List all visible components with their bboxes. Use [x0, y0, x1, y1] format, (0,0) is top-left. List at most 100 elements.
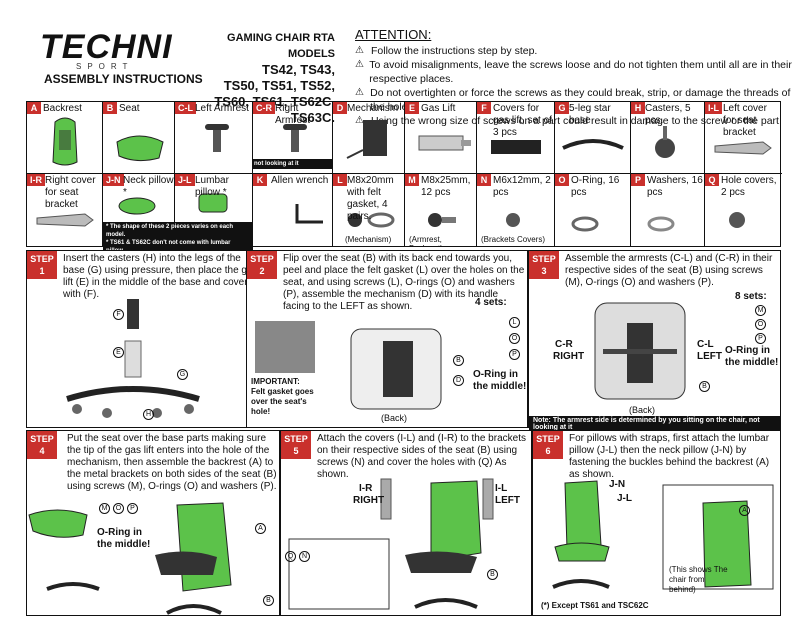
label-q: Q — [285, 551, 296, 562]
right-cover-image — [36, 213, 94, 227]
step-5-ir: I-R — [359, 483, 373, 494]
part-j-l: J-L Lumbar pillow * — [175, 174, 253, 247]
part-j-n: J-N Neck pillow * — [103, 174, 175, 247]
label-n: N — [299, 551, 310, 562]
label-b: B — [453, 355, 464, 366]
label-o: O — [755, 319, 766, 330]
seat-image — [116, 135, 164, 162]
step-5-illustration — [288, 478, 494, 610]
step-3-cl: C-L — [697, 339, 714, 350]
label-p: P — [509, 349, 520, 360]
label-p: P — [127, 503, 138, 514]
screw-n-image — [506, 213, 520, 227]
step-1-illustration — [66, 299, 200, 418]
label-d: D — [453, 375, 464, 386]
step-5-right: RIGHT — [353, 495, 385, 506]
step-5-left: LEFT — [495, 495, 520, 506]
attention-title: ATTENTION: — [355, 27, 432, 42]
left-cover-image — [714, 141, 772, 155]
step-3-oring-note: O-Ring in the middle! — [725, 345, 779, 368]
part-k: K Allen wrench — [253, 174, 333, 247]
step-2-tag: STEP 2 — [247, 251, 277, 279]
attention-item: ⚠Follow the instructions step by step. — [355, 45, 538, 57]
step-4-text: Put the seat over the base parts making … — [67, 433, 277, 492]
models-line-1: TS42, TS43, — [262, 62, 335, 77]
part-e: E Gas Lift — [405, 102, 477, 174]
attention-item: ⚠To avoid misalignments, leave the screw… — [355, 59, 792, 85]
gas-covers-image — [491, 140, 541, 154]
part-a: A Backrest — [27, 102, 103, 174]
step-6-jn: J-N — [609, 479, 626, 490]
brand-logo: TECHNI SPORT — [40, 30, 172, 71]
step-6-text: For pillows with straps, first attach th… — [569, 433, 770, 480]
step-6-tag: STEP 6 — [533, 431, 563, 459]
part-m: M M8x25mm, 12 pcs (Armrest, Backrest) — [405, 174, 477, 247]
models-line-2: TS50, TS51, TS52, — [223, 78, 335, 93]
warning-icon: ⚠ — [355, 45, 364, 56]
label-l: L — [509, 317, 520, 328]
step-3: STEP 3 Assemble the armrests (C-L) and (… — [528, 250, 781, 432]
logo-subtext: SPORT — [76, 62, 134, 71]
label-o: O — [113, 503, 124, 514]
step-3-left: LEFT — [697, 351, 722, 362]
warning-icon: ⚠ — [355, 115, 364, 126]
step-6: STEP 6 For pillows with straps, first at… — [532, 430, 781, 616]
washer-image — [647, 216, 675, 232]
parts-list: A Backrest B Seat C-L Left Armrest C-R R… — [26, 101, 782, 256]
step-4: STEP 4 Put the seat over the base parts … — [26, 430, 280, 616]
label-m: M — [755, 305, 766, 316]
warning-icon: ⚠ — [355, 87, 364, 98]
part-d: D Mechanism — [333, 102, 405, 174]
step-2-oring-note: O-Ring in the middle! — [473, 369, 527, 392]
screw-l-image — [348, 212, 395, 228]
gas-lift-image — [418, 135, 471, 151]
step-5-il: I-L — [495, 483, 508, 494]
label-b: B — [699, 381, 710, 392]
label-a: A — [255, 523, 266, 534]
label-a: A — [739, 505, 750, 516]
step-2: STEP 2 Flip over the seat (B) with its b… — [246, 250, 528, 428]
step-6-shows-note: (This shows The chair from behind) — [669, 565, 728, 594]
allen-wrench-image — [295, 204, 323, 224]
step-6-jl: J-L — [617, 493, 632, 504]
label-b: B — [487, 569, 498, 580]
step-3-tag: STEP 3 — [529, 251, 559, 279]
step-4-tag: STEP 4 — [27, 431, 57, 459]
step-2-text: Flip over the seat (B) with its back end… — [283, 253, 525, 312]
armrest-note: * When sitting on chair, not looking at … — [253, 159, 332, 169]
warning-icon: ⚠ — [355, 59, 364, 70]
star-base-image — [562, 139, 624, 150]
step-5: STEP 5 Attach the covers (I-L) and (I-R)… — [280, 430, 532, 616]
label-m: M — [99, 503, 110, 514]
step-3-text: Assemble the armrests (C-L) and (C-R) in… — [565, 253, 773, 288]
step-2-sets: 4 sets: — [475, 297, 507, 308]
part-f: F Covers for gas lift, set of 3 pcs — [477, 102, 555, 174]
models-label: GAMING CHAIR RTA MODELS — [227, 32, 335, 60]
part-q: Q Hole covers, 2 pcs — [705, 174, 782, 247]
part-i-l: I-L Left cover for seat bracket — [705, 102, 782, 174]
label-b: B — [263, 595, 274, 606]
label-e: E — [113, 347, 124, 358]
step-1-tag: STEP 1 — [27, 251, 57, 279]
part-g: G 5-leg star base — [555, 102, 631, 174]
models-block: GAMING CHAIR RTA MODELS TS42, TS43, TS50… — [185, 30, 335, 126]
label-o: O — [509, 333, 520, 344]
step-6-illustration — [552, 480, 774, 590]
step-3-right: RIGHT — [553, 351, 585, 362]
mechanism-image — [346, 120, 387, 159]
attention-block: ATTENTION: ⚠Follow the instructions step… — [355, 28, 805, 128]
left-armrest-image — [205, 124, 229, 152]
attention-item: ⚠Using the wrong size of screws on a par… — [355, 115, 782, 127]
step-6-except-note: (*) Except TS61 and TSC62C — [541, 601, 649, 610]
step-3-sets: 8 sets: — [735, 291, 767, 302]
step-1: STEP 1 Insert the casters (H) into the l… — [26, 250, 264, 428]
neck-pillow-image — [118, 197, 156, 215]
screw-m-image — [428, 213, 456, 227]
step-3-note: Note: The armrest side is determined by … — [529, 416, 781, 432]
page-header: TECHNI SPORT ASSEMBLY INSTRUCTIONS GAMIN… — [0, 0, 808, 128]
step-3-illustration — [594, 302, 686, 400]
step-3-cr: C-R — [555, 339, 573, 350]
assembly-title: ASSEMBLY INSTRUCTIONS — [44, 72, 203, 86]
label-f: F — [113, 309, 124, 320]
part-h: H Casters, 5 pcs. — [631, 102, 705, 174]
